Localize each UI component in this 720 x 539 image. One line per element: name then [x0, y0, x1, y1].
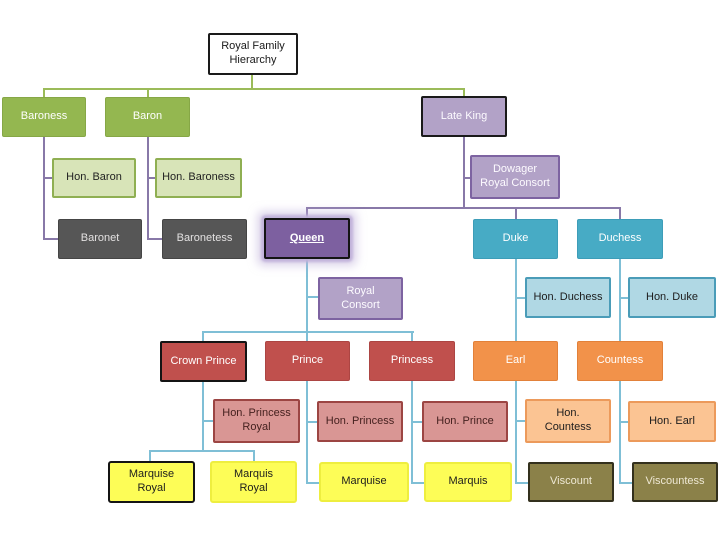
- connector: [306, 331, 308, 341]
- connector: [515, 259, 517, 341]
- connector: [411, 421, 422, 423]
- connector: [202, 331, 204, 341]
- node-dowager-royal-consort[interactable]: Dowager Royal Consort: [470, 155, 560, 199]
- connector: [411, 331, 413, 341]
- node-queen[interactable]: Queen: [264, 218, 350, 259]
- connector: [306, 381, 308, 484]
- connector: [202, 331, 414, 333]
- node-hon-duchess[interactable]: Hon. Duchess: [525, 277, 611, 318]
- node-baron[interactable]: Baron: [105, 97, 190, 137]
- connector: [147, 238, 162, 240]
- node-prince[interactable]: Prince: [265, 341, 350, 381]
- connector: [147, 137, 149, 240]
- connector: [619, 259, 621, 341]
- connector: [619, 421, 629, 423]
- connector: [43, 238, 58, 240]
- connector: [619, 482, 632, 484]
- connector: [411, 381, 413, 484]
- connector: [253, 450, 255, 461]
- node-earl[interactable]: Earl: [473, 341, 558, 381]
- connector: [43, 137, 45, 240]
- node-baroness[interactable]: Baroness: [2, 97, 86, 137]
- node-hon-prince[interactable]: Hon. Prince: [422, 401, 508, 442]
- node-marquis-royal[interactable]: Marquis Royal: [210, 461, 297, 503]
- connector: [202, 382, 204, 452]
- connector: [306, 207, 308, 218]
- node-marquise[interactable]: Marquise: [319, 462, 409, 502]
- node-hon-baron[interactable]: Hon. Baron: [52, 158, 136, 198]
- connector: [43, 177, 52, 179]
- connector: [463, 177, 472, 179]
- connector: [515, 482, 528, 484]
- node-duke[interactable]: Duke: [473, 219, 558, 259]
- connector: [306, 296, 318, 298]
- connector: [306, 482, 319, 484]
- node-marquise-royal[interactable]: Marquise Royal: [108, 461, 195, 503]
- connector: [251, 75, 253, 90]
- connector: [411, 482, 424, 484]
- connector: [149, 450, 255, 452]
- node-viscountess[interactable]: Viscountess: [632, 462, 718, 502]
- connector: [306, 207, 621, 209]
- node-royal-consort[interactable]: Royal Consort: [318, 277, 403, 320]
- connector: [43, 88, 45, 98]
- connector: [619, 381, 621, 484]
- node-princess[interactable]: Princess: [369, 341, 455, 381]
- node-viscount[interactable]: Viscount: [528, 462, 614, 502]
- connector: [619, 207, 621, 219]
- node-duchess[interactable]: Duchess: [577, 219, 663, 259]
- connector: [149, 450, 151, 461]
- node-countess[interactable]: Countess: [577, 341, 663, 381]
- node-hon-earl[interactable]: Hon. Earl: [628, 401, 716, 442]
- node-hon-duke[interactable]: Hon. Duke: [628, 277, 716, 318]
- node-late-king[interactable]: Late King: [421, 96, 507, 137]
- node-royal-family-hierarchy[interactable]: Royal Family Hierarchy: [208, 33, 298, 75]
- node-marquis[interactable]: Marquis: [424, 462, 512, 502]
- connector: [515, 207, 517, 219]
- connector: [515, 381, 517, 484]
- connector: [147, 177, 155, 179]
- connector: [619, 297, 629, 299]
- connector: [43, 88, 465, 90]
- node-hon-princess[interactable]: Hon. Princess: [317, 401, 403, 442]
- node-hon-countess[interactable]: Hon. Countess: [525, 399, 611, 443]
- connector: [515, 420, 525, 422]
- connector: [202, 420, 213, 422]
- connector: [515, 297, 525, 299]
- node-baronet[interactable]: Baronet: [58, 219, 142, 259]
- node-baronetess[interactable]: Baronetess: [162, 219, 247, 259]
- connector: [463, 137, 465, 209]
- connector: [463, 88, 465, 97]
- node-hon-baroness[interactable]: Hon. Baroness: [155, 158, 242, 198]
- node-hon-princess-royal[interactable]: Hon. Princess Royal: [213, 399, 300, 443]
- connector: [147, 88, 149, 98]
- node-crown-prince[interactable]: Crown Prince: [160, 341, 247, 382]
- connector: [306, 421, 317, 423]
